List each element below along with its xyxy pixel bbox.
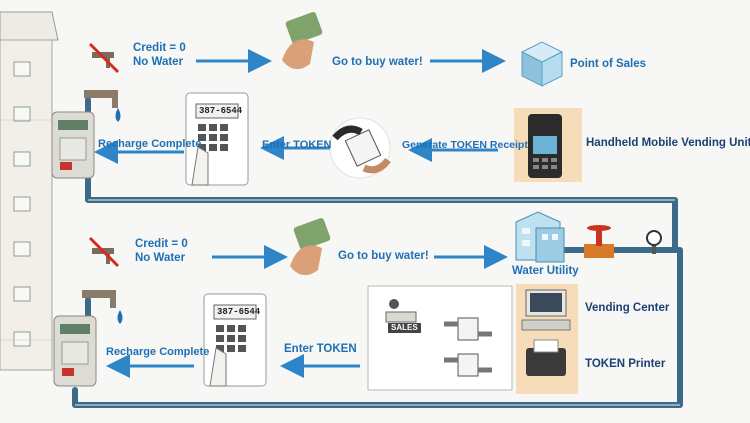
token-receipt-icon: [444, 317, 492, 341]
bottom-enter-token-label: Enter TOKEN: [284, 343, 357, 355]
receipt-printer-icon: [526, 339, 566, 376]
handheld-terminal-icon: [528, 114, 562, 178]
top-buy-label: Go to buy water!: [332, 56, 423, 68]
keypad-icon: [203, 293, 267, 387]
sales-box: [367, 285, 513, 391]
point-of-sales-icon: [520, 41, 564, 87]
faucet-icon: [84, 90, 121, 122]
water-utility-label: Water Utility: [512, 265, 579, 277]
token-receipt-icon: [444, 353, 492, 377]
water-utility-icon: [515, 211, 565, 263]
pressure-gauge-icon: [646, 230, 662, 254]
top-keypad-display: 387-6544: [199, 106, 243, 116]
top-water-status: No Water: [133, 56, 184, 68]
building-icon: [0, 11, 59, 371]
bottom-buy-label: Go to buy water!: [338, 250, 429, 262]
no-water-icon: [88, 236, 120, 268]
token-printer-label: TOKEN Printer: [585, 358, 666, 370]
no-water-icon: [88, 42, 120, 74]
top-credit-status: Credit = 0: [133, 42, 186, 54]
faucet-icon: [82, 290, 123, 324]
money-hand-icon: [290, 218, 331, 276]
token-receipt-icon: [329, 117, 391, 179]
bottom-credit-status: Credit = 0: [135, 238, 188, 250]
top-recharge-label: Recharge Complete: [98, 138, 202, 150]
bottom-water-status: No Water: [135, 252, 186, 264]
pos-label: Point of Sales: [570, 58, 647, 70]
valve-icon: [584, 225, 614, 258]
money-hand-icon: [282, 12, 323, 70]
water-meter-icon: [51, 111, 95, 179]
top-enter-token-label: Enter TOKEN: [262, 139, 332, 151]
water-drop-icon: [115, 108, 121, 122]
vending-center-label: Vending Center: [585, 302, 670, 314]
flow-arrows: [94, 49, 508, 378]
sales-sign: SALES: [388, 323, 421, 333]
bottom-recharge-label: Recharge Complete: [106, 346, 210, 358]
computer-icon: [521, 289, 571, 331]
bottom-keypad-display: 387-6544: [217, 307, 261, 317]
water-drop-icon: [117, 310, 123, 324]
generate-token-label: Generate TOKEN Receipt: [402, 139, 528, 151]
water-meter-icon: [53, 315, 97, 387]
keypad-icon: [185, 92, 249, 186]
handheld-label: Handheld Mobile Vending Unit: [586, 137, 750, 149]
sales-clerk-icon: [385, 299, 417, 323]
